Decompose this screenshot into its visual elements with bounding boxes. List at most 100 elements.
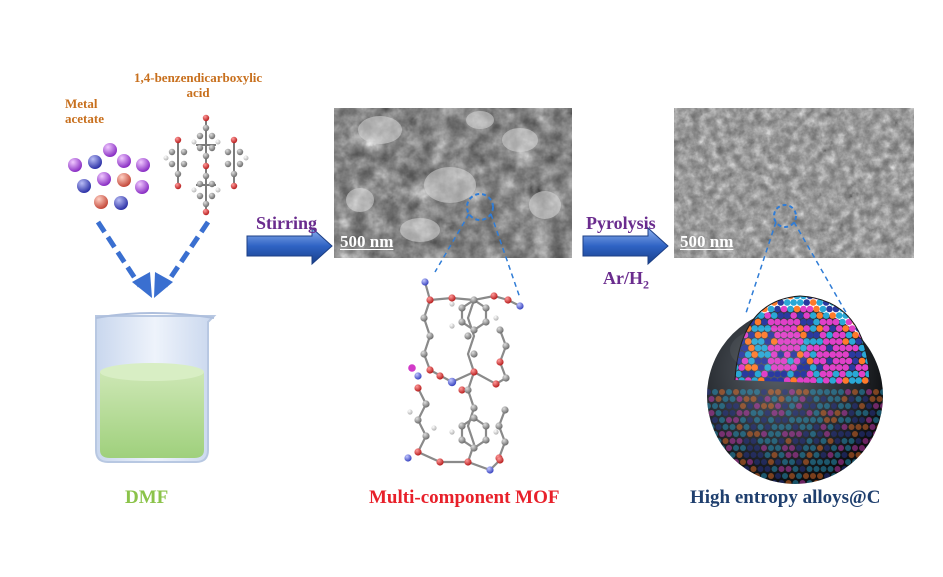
alloy-atom — [848, 351, 856, 358]
alloy-atom — [822, 351, 830, 358]
alloy-atom-reflection — [817, 417, 823, 423]
alloy-atom — [806, 344, 814, 352]
alloy-atom — [809, 364, 817, 371]
alloy-atom — [813, 357, 820, 365]
alloy-atom-reflection — [817, 403, 823, 409]
alloy-atom-reflection — [785, 396, 792, 402]
alloy-atom-reflection — [841, 424, 848, 430]
alloy-atom-reflection — [761, 403, 767, 409]
alloy-atom-reflection — [719, 473, 725, 479]
alloy-atom — [744, 364, 752, 371]
alloy-atom — [803, 299, 810, 306]
alloy-atom — [868, 325, 870, 332]
alloy-atom — [832, 344, 840, 352]
alloy-atom — [751, 364, 758, 371]
alloy-atom — [816, 312, 823, 319]
alloy-atom-reflection — [715, 424, 722, 430]
alloy-atom — [826, 331, 833, 339]
alloy-atom-reflection — [754, 459, 760, 465]
alloy-atom-reflection — [827, 424, 834, 430]
alloy-atom-reflection — [799, 452, 806, 458]
alloy-atom — [839, 357, 846, 365]
alloy-atom-reflection — [852, 389, 858, 395]
alloy-atom-reflection — [869, 466, 876, 472]
alloy-atom — [842, 299, 849, 306]
alloy-atom — [826, 357, 833, 365]
alloy-atom — [793, 305, 801, 313]
alloy-atom — [783, 312, 791, 319]
alloy-atom-reflection — [778, 424, 785, 430]
alloy-atom-reflection — [782, 431, 788, 437]
alloy-atom-reflection — [785, 438, 792, 444]
alloy-atom-reflection — [848, 410, 855, 416]
alloy-atom-reflection — [803, 417, 809, 423]
alloy-atom-reflection — [785, 410, 792, 416]
alloy-atom — [813, 370, 820, 378]
alloy-atom — [780, 344, 788, 352]
alloy-atom — [790, 364, 797, 371]
alloy-atom-reflection — [803, 473, 809, 479]
alloy-atom-reflection — [810, 417, 816, 423]
alloy-atom-reflection — [866, 389, 872, 395]
alloy-atom — [767, 305, 775, 313]
alloy-atom — [835, 377, 843, 384]
alloy-atom-reflection — [726, 431, 732, 437]
alloy-atom-reflection — [761, 417, 767, 423]
beaker-dmf — [95, 312, 217, 463]
alloy-atom — [761, 344, 768, 352]
alloy-atom-reflection — [729, 480, 736, 484]
alloy-atom-reflection — [852, 459, 858, 465]
alloy-atom-reflection — [754, 445, 760, 451]
alloy-atom-reflection — [750, 424, 757, 430]
alloy-atom — [842, 351, 849, 358]
alloy-atom — [770, 312, 778, 319]
alloy-atom — [806, 296, 814, 300]
alloy-atom — [735, 312, 739, 319]
alloy-atom-reflection — [747, 417, 753, 423]
alloy-atom-reflection — [799, 438, 806, 444]
alloy-atom — [829, 325, 836, 332]
alloy-atom-reflection — [775, 459, 781, 465]
alloy-atom-reflection — [869, 424, 876, 430]
alloy-atom-reflection — [785, 466, 792, 472]
alloy-atom-reflection — [778, 466, 785, 472]
alloy-atom — [865, 331, 870, 339]
label-pyrolysis: Pyrolysis — [586, 213, 656, 233]
alloy-atom — [787, 305, 794, 313]
alloy-atom — [816, 338, 823, 345]
label-hea: High entropy alloys@C — [690, 487, 881, 508]
alloy-atom — [800, 331, 807, 339]
alloy-atom — [764, 338, 771, 345]
alloy-atom-reflection — [876, 410, 883, 416]
alloy-atom-reflection — [855, 424, 862, 430]
alloy-atom-reflection — [880, 417, 883, 423]
alloy-atom — [764, 325, 771, 332]
alloy-atom-reflection — [719, 417, 725, 423]
alloy-atom-reflection — [761, 473, 767, 479]
alloy-atom-reflection — [757, 452, 764, 458]
alloy-atom — [839, 318, 846, 326]
alloy-atom — [800, 357, 807, 365]
alloy-atom-reflection — [719, 403, 725, 409]
alloy-atom — [861, 325, 869, 332]
alloy-atom — [757, 325, 765, 332]
alloy-atom-reflection — [764, 424, 771, 430]
alloy-atom — [780, 370, 788, 378]
alloy-atom-reflection — [869, 452, 876, 458]
label-bdc: 1,4-benzendicarboxylic acid — [134, 70, 263, 100]
alloy-atom-reflection — [785, 424, 792, 430]
alloy-atom — [829, 312, 836, 319]
alloy-atom-reflection — [855, 438, 862, 444]
alloy-atom-reflection — [876, 424, 883, 430]
alloy-atom-reflection — [740, 431, 746, 437]
alloy-atom-reflection — [743, 438, 750, 444]
alloy-atom — [790, 351, 797, 358]
alloy-atom — [754, 370, 762, 378]
alloy-atom — [754, 344, 762, 352]
alloy-atom-reflection — [726, 459, 732, 465]
alloy-atom — [819, 296, 827, 300]
alloy-atom-reflection — [859, 417, 865, 423]
alloy-atom — [855, 377, 862, 384]
alloy-atom-reflection — [841, 438, 848, 444]
alloy-atom-reflection — [771, 466, 778, 472]
